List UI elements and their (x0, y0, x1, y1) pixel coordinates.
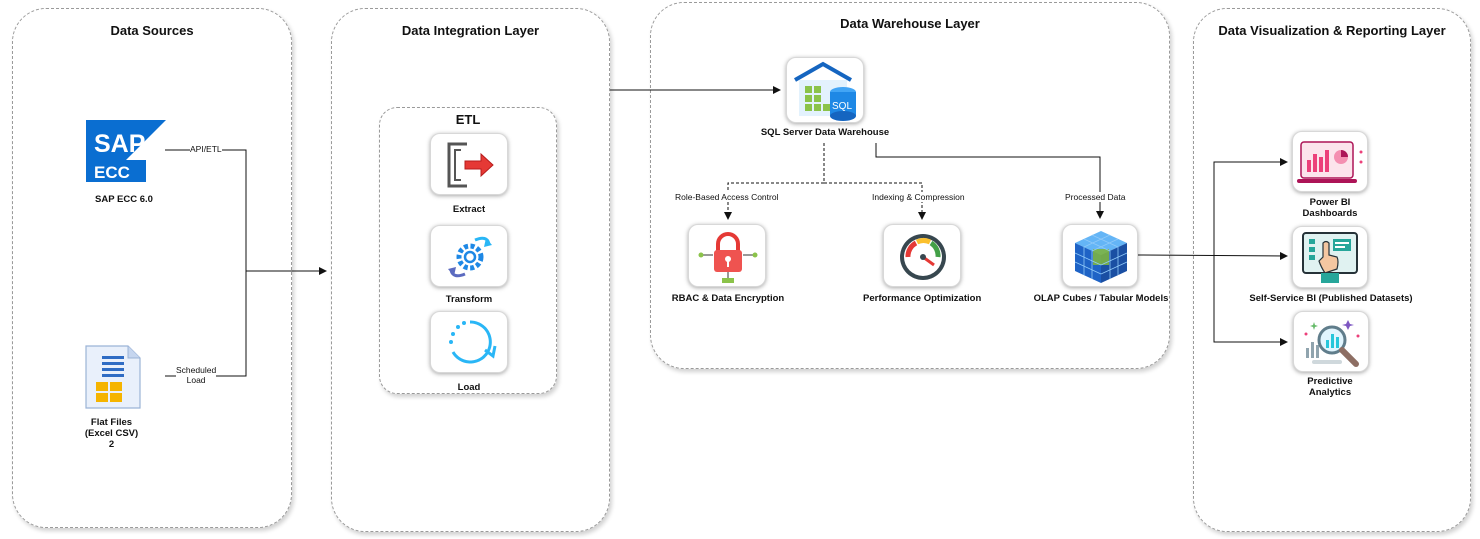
label-line: Flat Files (90, 417, 133, 428)
perf-tile (883, 224, 961, 287)
speedometer-icon (900, 234, 946, 280)
label-line: Analytics (1308, 387, 1352, 398)
flat-files-node (84, 344, 142, 415)
load-label: Load (457, 382, 481, 393)
powerbi-tile (1292, 131, 1368, 192)
magnifier-analytics-icon (1304, 320, 1360, 367)
load-icon (449, 320, 497, 364)
edge-olap-to-selfservice (1137, 251, 1288, 260)
predictive-label: Predictive Analytics (1290, 376, 1370, 398)
edge-label-line: Load (186, 375, 206, 385)
edge-label-indexing: Indexing & Compression (872, 192, 965, 202)
sql-dw-tile: SQL (786, 57, 864, 123)
edge-label-api-etl: API/ETL (190, 144, 222, 154)
rbac-tile (688, 224, 766, 287)
sap-logo-text: SAP (94, 130, 145, 158)
extract-tile (430, 133, 508, 195)
selfservice-label: Self-Service BI (Published Datasets) (1249, 293, 1413, 304)
label-line: 2 (108, 439, 115, 450)
label-line: Dashboards (1302, 208, 1358, 219)
etl-title: ETL (455, 112, 481, 127)
layer-data-warehouse: Data Warehouse Layer (650, 2, 1170, 369)
edge-label-rbac: Role-Based Access Control (675, 192, 779, 202)
edge-flatfiles-to-integration (165, 271, 247, 377)
layer-title: Data Integration Layer (401, 23, 540, 38)
edge-sqldw-to-olap (875, 143, 1104, 219)
edge-olap-to-powerbi (1213, 158, 1288, 255)
layer-data-integration: Data Integration Layer (331, 8, 610, 532)
flat-files-label: Flat Files (Excel CSV) 2 (74, 417, 149, 450)
powerbi-label: Power BI Dashboards (1290, 197, 1370, 219)
sql-badge-text: SQL (832, 101, 852, 112)
dashboard-chart-icon (1297, 141, 1363, 183)
edge-sap-to-integration (165, 149, 327, 275)
spreadsheet-file-icon (85, 345, 141, 409)
olap-cube-icon (1074, 231, 1128, 283)
extract-label: Extract (452, 204, 486, 215)
edge-sqldw-to-rbac (724, 143, 825, 220)
sap-ecc-label: SAP ECC 6.0 (95, 194, 153, 205)
edge-olap-to-predictive (1213, 255, 1288, 346)
layer-title: Data Warehouse Layer (840, 16, 980, 31)
olap-tile (1062, 224, 1138, 287)
label-line: Predictive (1307, 376, 1353, 387)
layer-title: Data Visualization & Reporting Layer (1218, 23, 1446, 38)
label-line: (Excel CSV) (84, 428, 139, 439)
sap-ecc-node: SAP ECC (86, 120, 166, 187)
transform-tile (430, 225, 508, 287)
rbac-label: RBAC & Data Encryption (671, 293, 785, 304)
lock-network-icon (698, 232, 758, 283)
edge-sqldw-to-perf (824, 182, 926, 220)
predictive-tile (1293, 311, 1369, 372)
touchscreen-icon (1302, 232, 1358, 283)
edge-label-line: Scheduled (176, 365, 217, 375)
transform-icon (448, 236, 492, 278)
transform-label: Transform (445, 294, 493, 305)
load-tile (430, 311, 508, 373)
sql-dw-label: SQL Server Data Warehouse (760, 127, 890, 138)
layer-data-sources: Data Sources (12, 8, 292, 528)
label-line: Power BI (1309, 197, 1351, 208)
olap-label: OLAP Cubes / Tabular Models (1033, 293, 1169, 304)
sap-logo-icon: SAP ECC (86, 120, 166, 182)
sap-logo-sub: ECC (94, 163, 130, 182)
selfservice-tile (1292, 226, 1368, 288)
layer-title: Data Sources (110, 23, 194, 38)
sql-warehouse-icon: SQL (794, 61, 856, 121)
extract-icon (447, 142, 494, 188)
edge-label-scheduled: Scheduled Load (176, 365, 217, 385)
perf-label: Performance Optimization (863, 293, 982, 304)
edge-label-processed: Processed Data (1065, 192, 1126, 202)
